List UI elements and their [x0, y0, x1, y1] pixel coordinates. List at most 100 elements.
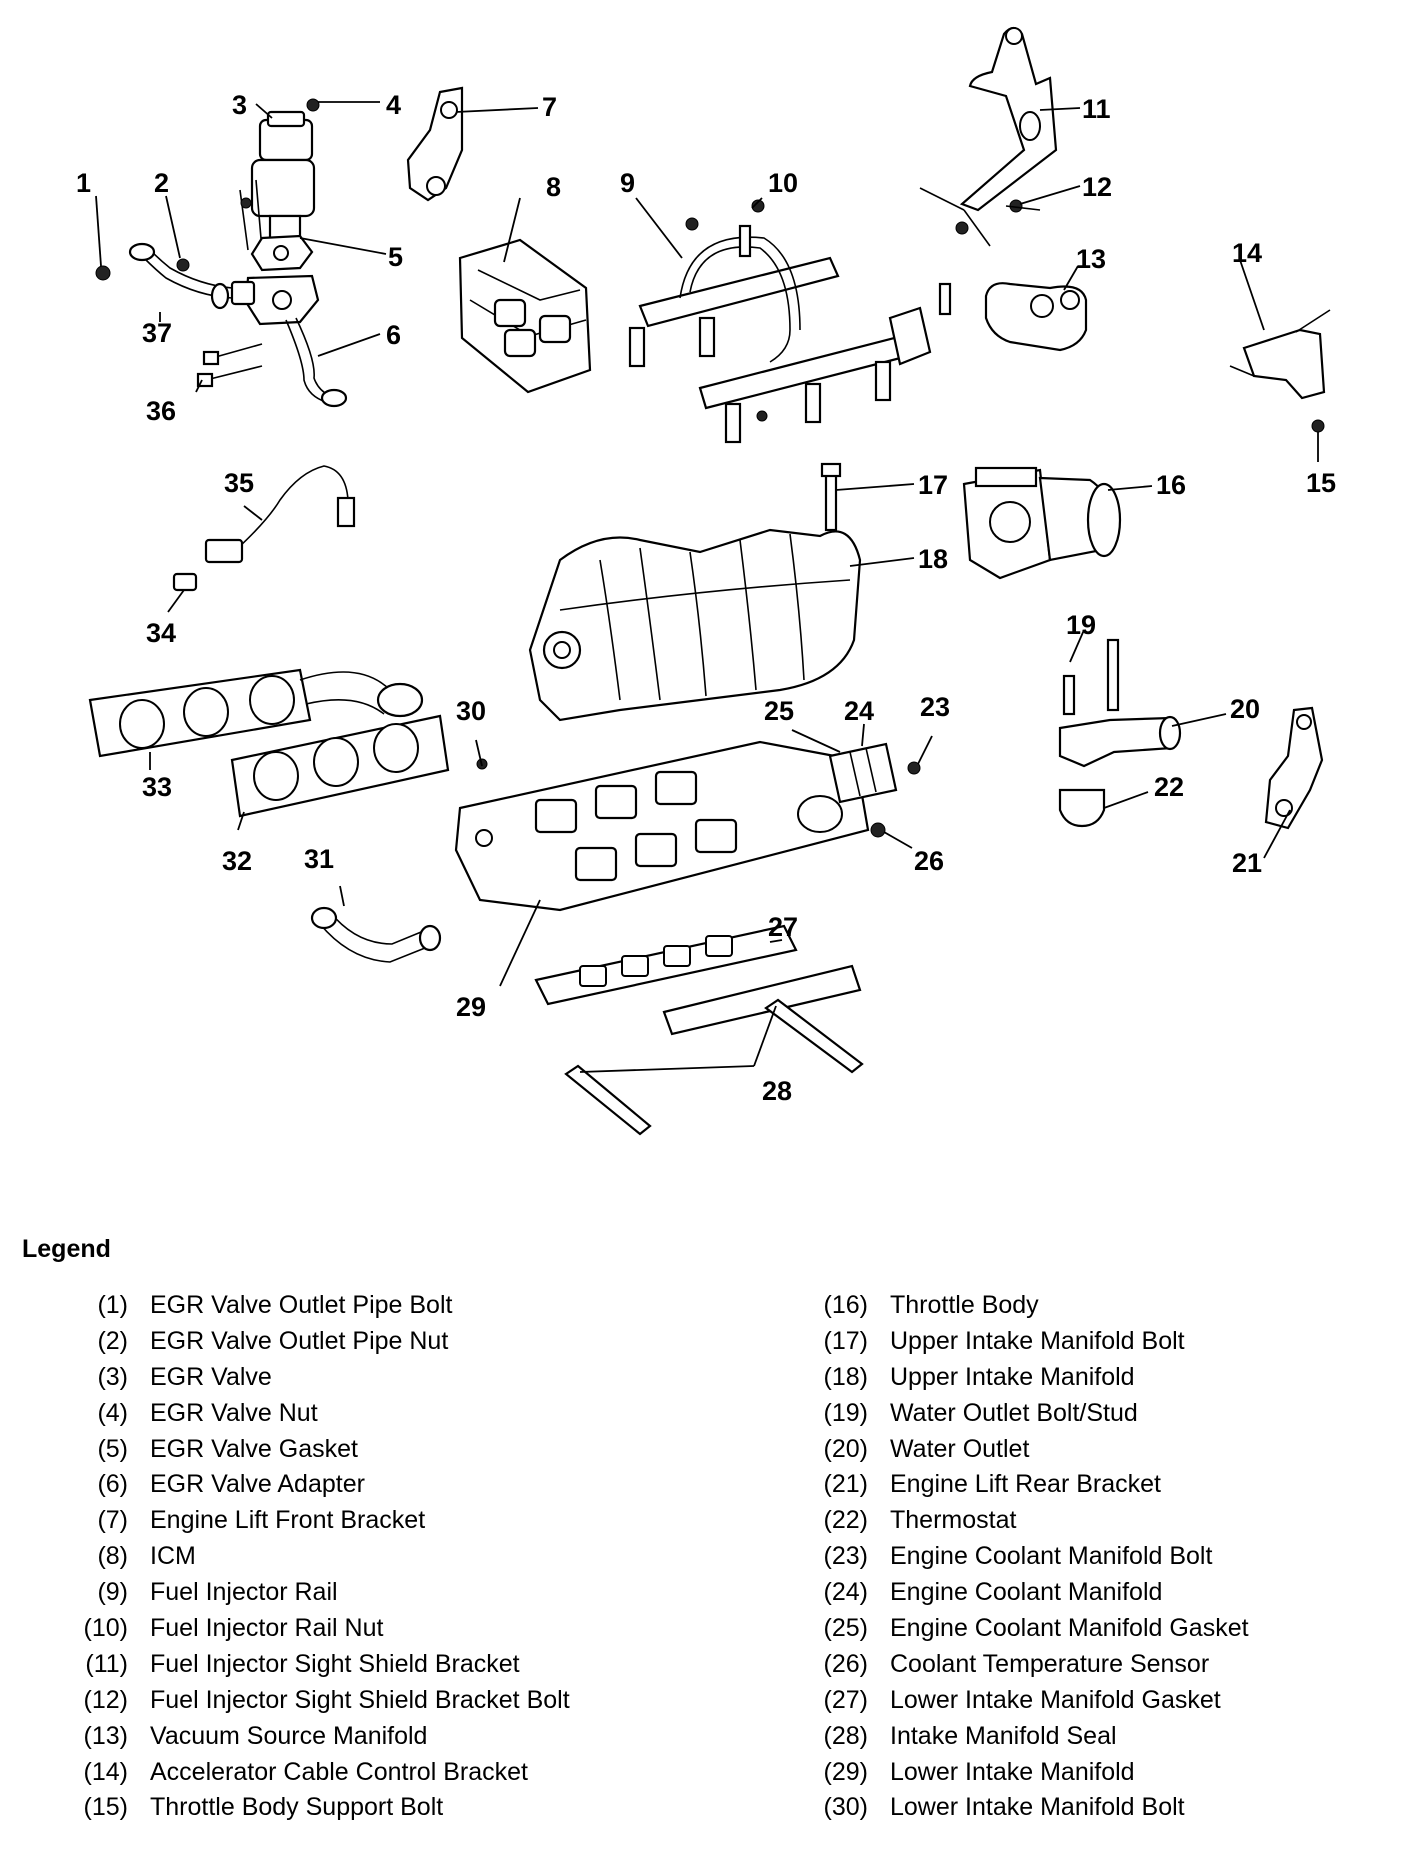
legend-item-label: Intake Manifold Seal	[890, 1721, 1117, 1750]
callout-28: 28	[762, 1076, 792, 1106]
icm-drawing	[458, 238, 592, 394]
egr-fasteners-drawing	[95, 98, 320, 388]
legend-item-label: Lower Intake Manifold Gasket	[890, 1685, 1221, 1714]
callout-3: 3	[232, 90, 247, 120]
legend-item: (24) Engine Coolant Manifold	[800, 1575, 1249, 1611]
egr-valve-drawing	[239, 110, 316, 251]
vacuum-source-manifold-drawing	[984, 282, 1088, 352]
legend-item: (18) Upper Intake Manifold	[800, 1360, 1249, 1396]
legend-item: (11)Fuel Injector Sight Shield Bracket	[60, 1647, 570, 1683]
legend-item-number: (6)	[97, 1470, 128, 1499]
legend-item-number: (24)	[823, 1578, 868, 1607]
water-outlet-drawing	[1058, 638, 1182, 828]
legend-item: (20)Water Outlet	[800, 1432, 1249, 1468]
legend-item: (21)Engine Lift Rear Bracket	[800, 1467, 1249, 1503]
legend-item: (7) Engine Lift Front Bracket	[60, 1503, 570, 1539]
legend-item-label: Lower Intake Manifold	[890, 1757, 1135, 1786]
intake-manifold-seals-drawing	[564, 998, 864, 1136]
legend-item-label: Engine Coolant Manifold	[890, 1578, 1163, 1607]
hose-drawing	[310, 906, 442, 963]
legend-item-label: Engine Lift Front Bracket	[150, 1506, 426, 1535]
legend-item-label: Fuel Injector Rail Nut	[150, 1614, 384, 1643]
legend-item-number: (9)	[97, 1578, 128, 1607]
legend-item-number: (4)	[97, 1398, 128, 1427]
legend-item: (5) EGR Valve Gasket	[60, 1432, 570, 1468]
callout-37: 37	[142, 318, 172, 348]
legend-item-label: Coolant Temperature Sensor	[890, 1649, 1210, 1678]
upper-intake-manifold-drawing	[528, 462, 862, 722]
callout-13: 13	[1076, 244, 1106, 274]
legend-item: (23) Engine Coolant Manifold Bolt	[800, 1539, 1249, 1575]
callout-30: 30	[456, 696, 486, 726]
legend-item-label: EGR Valve	[150, 1362, 272, 1391]
legend-item-number: (28)	[823, 1721, 868, 1750]
callout-35: 35	[224, 468, 254, 498]
legend-item-number: (3)	[97, 1362, 128, 1391]
callout-19: 19	[1066, 610, 1096, 640]
legend-item: (1)EGR Valve Outlet Pipe Bolt	[60, 1288, 570, 1324]
legend-item: (2)EGR Valve Outlet Pipe Nut	[60, 1324, 570, 1360]
lower-intake-gasket-drawing	[534, 924, 862, 1036]
legend-item: (13) Vacuum Source Manifold	[60, 1719, 570, 1755]
callout-14: 14	[1232, 238, 1262, 268]
legend-item-number: (16)	[823, 1291, 868, 1319]
legend-item: (19)Water Outlet Bolt/Stud	[800, 1396, 1249, 1432]
legend-item-label: Vacuum Source Manifold	[150, 1721, 428, 1750]
fuel-rail-nuts-drawing	[685, 199, 768, 422]
legend-item-number: (19)	[823, 1398, 868, 1427]
leader-lines	[95, 101, 1319, 1073]
legend-item-label: Lower Intake Manifold Bolt	[890, 1793, 1185, 1822]
legend-item-number: (30)	[823, 1793, 868, 1822]
legend-item-label: Thermostat	[890, 1506, 1017, 1535]
legend-item-label: Fuel Injector Sight Shield Bracket	[150, 1649, 520, 1678]
legend-item: (30) Lower Intake Manifold Bolt	[800, 1790, 1249, 1826]
legend-item-number: (23)	[823, 1542, 868, 1571]
legend-item: (17)Upper Intake Manifold Bolt	[800, 1324, 1249, 1360]
legend-item-label: Upper Intake Manifold Bolt	[890, 1326, 1185, 1355]
legend-item-number: (5)	[97, 1434, 128, 1463]
callout-23: 23	[920, 692, 950, 722]
engine-lift-rear-bracket-drawing	[1264, 706, 1324, 830]
callout-21: 21	[1232, 848, 1262, 878]
callout-22: 22	[1154, 772, 1184, 802]
legend-item-number: (15)	[83, 1793, 128, 1822]
legend-item-label: Accelerator Cable Control Bracket	[150, 1757, 528, 1786]
legend-item-number: (29)	[823, 1757, 868, 1786]
callout-1: 1	[76, 168, 91, 198]
legend-column-right: (16)Throttle Body(17)Upper Intake Manifo…	[800, 1288, 1249, 1826]
callout-labels: 1 2 3 4 5 6 7 8 9 10 11 12 13 14 15 16 1…	[76, 90, 1336, 1106]
legend-item-label: EGR Valve Outlet Pipe Nut	[150, 1326, 449, 1355]
callout-2: 2	[154, 168, 169, 198]
callout-9: 9	[620, 168, 635, 198]
legend-item: (9)Fuel Injector Rail	[60, 1575, 570, 1611]
callout-5: 5	[388, 242, 403, 272]
throttle-body-drawing	[962, 466, 1122, 580]
callout-6: 6	[386, 320, 401, 350]
callout-33: 33	[142, 772, 172, 802]
legend-item-number: (7)	[97, 1506, 128, 1535]
callout-25: 25	[764, 696, 794, 726]
callout-24: 24	[844, 696, 874, 726]
egr-gasket-drawing	[250, 234, 314, 272]
legend-item: (29) Lower Intake Manifold	[800, 1755, 1249, 1791]
callout-10: 10	[768, 168, 798, 198]
legend-item-number: (10)	[83, 1614, 128, 1643]
legend-item-number: (12)	[83, 1685, 128, 1714]
legend-item-label: EGR Valve Gasket	[150, 1434, 358, 1463]
legend-item-number: (20)	[823, 1434, 868, 1463]
legend-item-number: (18)	[823, 1362, 868, 1391]
legend-item-label: ICM	[150, 1542, 196, 1571]
legend-item: (14)Accelerator Cable Control Bracket	[60, 1755, 570, 1791]
callout-31: 31	[304, 844, 334, 874]
sensors-drawing	[172, 465, 356, 592]
callout-29: 29	[456, 992, 486, 1022]
legend-item-label: Engine Coolant Manifold Bolt	[890, 1542, 1213, 1571]
callout-15: 15	[1306, 468, 1336, 498]
accelerator-bracket-drawing	[1229, 309, 1331, 433]
legend-item-number: (13)	[83, 1721, 128, 1750]
callout-26: 26	[914, 846, 944, 876]
legend-item-label: Upper Intake Manifold	[890, 1362, 1135, 1391]
gasket-33-drawing	[88, 668, 424, 758]
callout-7: 7	[542, 92, 557, 122]
legend-item-number: (1)	[97, 1291, 128, 1319]
